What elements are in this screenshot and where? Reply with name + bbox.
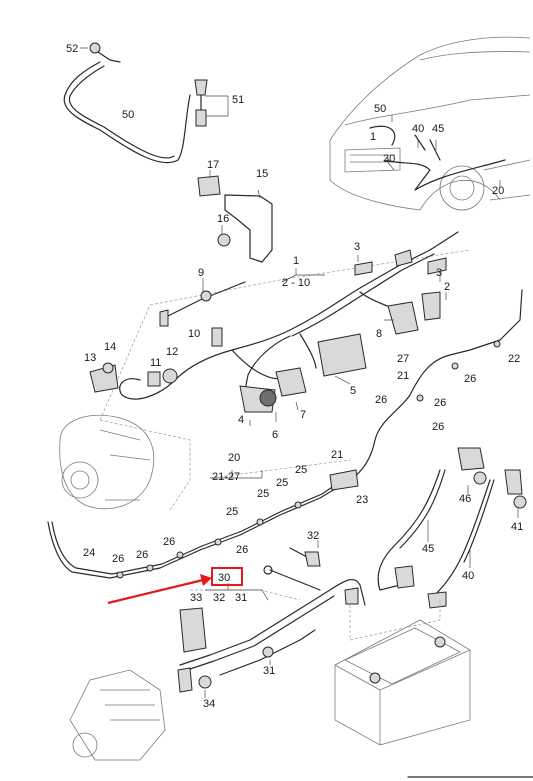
callout-25-a: 25 (295, 464, 307, 476)
callout-16: 16 (217, 213, 229, 225)
highlight-box (211, 567, 243, 586)
callout-4: 4 (238, 414, 244, 426)
callout-26-upper-right: 26 (464, 373, 476, 385)
callout-45: 45 (422, 543, 434, 555)
callout-5: 5 (350, 385, 356, 397)
callout-30: 30 (218, 572, 230, 584)
callout-26-c: 26 (434, 397, 446, 409)
callout-41: 41 (511, 521, 523, 533)
callout-26-b: 26 (375, 394, 387, 406)
callout-32-upper: 32 (307, 530, 319, 542)
callout-52: 52 (66, 43, 78, 55)
callout-20-car: 20 (492, 185, 504, 197)
callout-26-d: 26 (432, 421, 444, 433)
callout-25-b: 25 (276, 477, 288, 489)
battery-cables-45-40 (377, 447, 527, 609)
alternator-illustration (59, 414, 154, 510)
callout-40: 40 (462, 570, 474, 582)
callout-46: 46 (459, 493, 471, 505)
callout-9: 9 (198, 267, 204, 279)
bracket-15-group (197, 170, 273, 263)
callout-24: 24 (83, 547, 95, 559)
callout-21-27: 21-27 (212, 471, 240, 483)
callout-3-upper: 3 (354, 241, 360, 253)
callout-11: 11 (150, 357, 161, 369)
highlight-arrow-head (200, 574, 212, 586)
callout-21-upper: 21 (397, 370, 409, 382)
callout-51: 51 (232, 94, 244, 106)
callout-2-10: 2 - 10 (282, 277, 310, 289)
callout-20: 20 (228, 452, 240, 464)
callout-10: 10 (188, 328, 200, 340)
highlight-arrow (107, 578, 204, 605)
callout-33: 33 (190, 592, 202, 604)
callout-45-car: 45 (432, 123, 444, 135)
highlight-annotation (107, 567, 243, 605)
callout-12: 12 (166, 346, 178, 358)
callout-23: 23 (356, 494, 368, 506)
callout-labels: 52 50 51 17 15 16 50 1 40 45 30 20 3 3 1… (66, 43, 523, 710)
callout-31-lower: 31 (263, 665, 275, 677)
callout-17: 17 (207, 159, 219, 171)
callout-50-car: 50 (374, 103, 386, 115)
callout-40-car: 40 (412, 123, 424, 135)
callout-6: 6 (272, 429, 278, 441)
starter-cable-30 (177, 540, 366, 698)
callout-26-f: 26 (136, 549, 148, 561)
callout-1-car: 1 (370, 131, 376, 143)
callout-3-right: 3 (436, 267, 442, 279)
callout-14: 14 (104, 341, 116, 353)
callout-34: 34 (203, 698, 215, 710)
callout-13: 13 (84, 352, 96, 364)
callout-15: 15 (256, 168, 268, 180)
battery-illustration (334, 590, 471, 746)
callout-22: 22 (508, 353, 520, 365)
callout-26-h: 26 (236, 544, 248, 556)
car-overview-illustration (329, 36, 531, 211)
callout-7: 7 (300, 409, 306, 421)
callout-26-g: 26 (163, 536, 175, 548)
callout-27: 27 (397, 353, 409, 365)
starter-motor-illustration (69, 669, 166, 761)
harness-20 (47, 289, 523, 579)
callout-2: 2 (444, 281, 450, 293)
callout-30-car: 30 (383, 153, 395, 165)
main-harness-1 (89, 231, 471, 511)
callout-50: 50 (122, 109, 134, 121)
callout-8: 8 (376, 328, 382, 340)
callout-25-d: 25 (226, 506, 238, 518)
callout-1: 1 (293, 255, 299, 267)
callout-25-c: 25 (257, 488, 269, 500)
callout-32-lower: 32 (213, 592, 225, 604)
callout-21-lower: 21 (331, 449, 343, 461)
callout-31-upper: 31 (235, 592, 247, 604)
battery-ground-cable-50 (63, 42, 229, 164)
callout-26-e: 26 (112, 553, 124, 565)
